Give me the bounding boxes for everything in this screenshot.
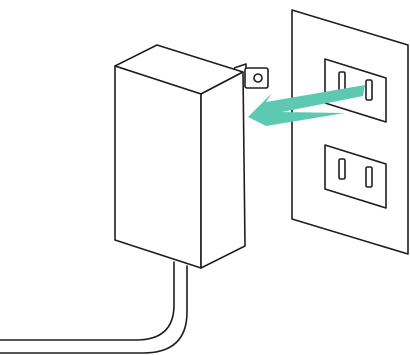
ac-adapter — [114, 44, 246, 269]
adapter-front-face — [114, 65, 202, 269]
power-cord — [0, 261, 188, 354]
adapter-side-face — [200, 71, 246, 269]
lower-socket-slot-right — [365, 166, 373, 188]
pull-out-arrow — [248, 85, 365, 126]
lower-socket — [324, 144, 387, 209]
prong-ring — [253, 73, 263, 83]
upper-socket-slot-right — [365, 79, 373, 101]
pull-out-arrow-shape — [248, 85, 365, 126]
plug-prong — [233, 63, 269, 89]
wall-outlet — [291, 9, 409, 255]
lower-socket-slot-left — [338, 158, 346, 180]
wall-plate — [291, 9, 409, 255]
